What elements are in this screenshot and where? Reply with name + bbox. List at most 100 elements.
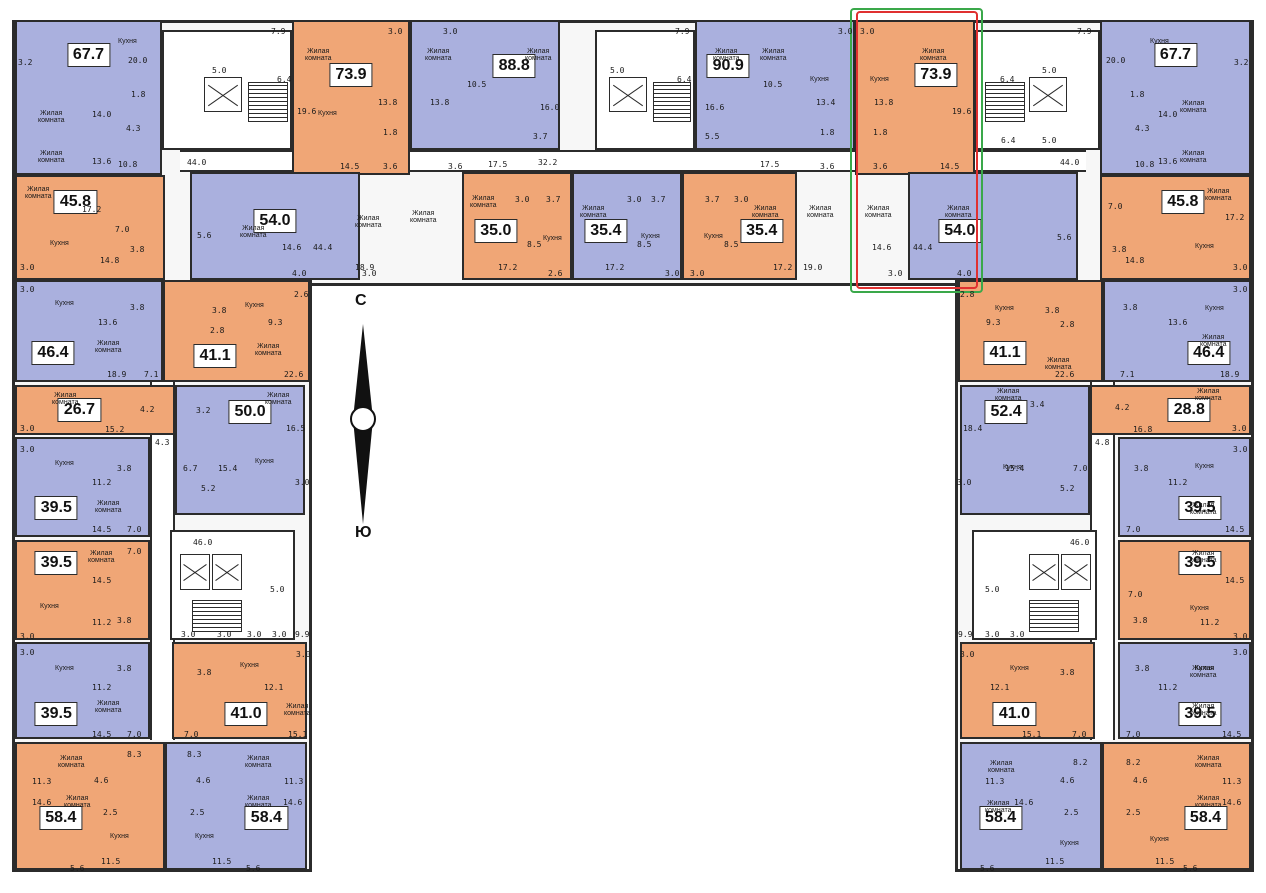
apartment-unit[interactable]: 39.5 <box>1118 437 1251 537</box>
room-area-value: 7.1 <box>144 370 159 379</box>
room-area-value: 15.1 <box>1022 730 1042 739</box>
room-label-kitchen: Кухня <box>55 300 74 307</box>
room-label-kitchen: Кухня <box>240 662 259 669</box>
apartment-unit[interactable]: 73.9 <box>292 20 410 175</box>
apartment-unit[interactable]: 46.4 <box>1103 280 1251 382</box>
apartment-unit[interactable]: 39.5 <box>15 642 150 739</box>
apartment-total-area: 46.4 <box>1187 340 1231 365</box>
room-area-value: 2.5 <box>1064 808 1079 817</box>
room-area-value: 3.0 <box>1233 632 1248 641</box>
room-label-living: Жилая комната <box>245 755 272 769</box>
room-area-value: 19.6 <box>297 107 317 116</box>
apartment-total-area: 58.4 <box>979 806 1023 831</box>
apartment-total-area: 41.0 <box>992 701 1036 726</box>
room-area-value: 10.5 <box>467 80 487 89</box>
room-label-living: Жилая комната <box>995 388 1022 402</box>
room-area-value: 3.6 <box>820 162 835 171</box>
apartment-total-area: 26.7 <box>57 398 101 422</box>
apartment-unit[interactable]: 39.5 <box>15 437 150 537</box>
apartment-unit[interactable]: 35.0 <box>462 172 572 280</box>
room-area-value: 3.6 <box>383 162 398 171</box>
apartment-unit[interactable]: 35.4 <box>572 172 682 280</box>
room-label-living: Жилая комната <box>240 225 267 239</box>
apartment-total-area: 45.8 <box>53 190 97 215</box>
room-area-value: 19.6 <box>952 107 972 116</box>
room-area-value: 3.0 <box>272 630 287 639</box>
apartment-unit[interactable]: 58.4 <box>960 742 1102 870</box>
apartment-unit[interactable]: 26.7 <box>15 385 175 435</box>
room-label-living: Жилая комната <box>1190 703 1217 717</box>
room-area-value: 9.9 <box>295 630 310 639</box>
room-area-value: 3.0 <box>181 630 196 639</box>
apartment-unit[interactable]: 54.0 <box>908 172 1078 280</box>
apartment-unit[interactable]: 67.7 <box>15 20 162 175</box>
apartment-unit[interactable]: 41.1 <box>958 280 1103 382</box>
room-area-value: 3.8 <box>130 303 145 312</box>
lift-icon <box>204 77 242 112</box>
room-area-value: 11.3 <box>985 777 1005 786</box>
apartment-unit[interactable]: 52.4 <box>960 385 1090 515</box>
room-area-value: 7.9 <box>271 27 286 36</box>
room-area-value: 3.0 <box>20 445 35 454</box>
room-area-value: 1.8 <box>873 128 888 137</box>
room-label-kitchen: Кухня <box>1195 463 1214 470</box>
apartment-unit[interactable]: 58.4 <box>15 742 165 870</box>
room-area-value: 3.0 <box>20 285 35 294</box>
core-top-center <box>595 30 695 150</box>
room-area-value: 7.0 <box>1128 590 1143 599</box>
room-label-living: Жилая комната <box>1180 100 1207 114</box>
apartment-unit[interactable]: 45.8 <box>15 175 165 280</box>
apartment-unit[interactable]: 45.8 <box>1100 175 1251 280</box>
room-area-value: 4.2 <box>140 405 155 414</box>
apartment-unit[interactable]: 39.5 <box>1118 540 1251 640</box>
apartment-unit[interactable]: 39.5 <box>1118 642 1251 739</box>
apartment-unit[interactable]: 90.9 <box>695 20 855 150</box>
room-area-value: 7.0 <box>115 225 130 234</box>
apartment-unit[interactable]: 50.0 <box>175 385 305 515</box>
room-label-living: Жилая комната <box>1180 150 1207 164</box>
apartment-total-area: 39.5 <box>34 496 78 521</box>
lift-icon <box>1061 554 1091 590</box>
room-label-living: Жилая комната <box>425 48 452 62</box>
room-area-value: 3.0 <box>734 195 749 204</box>
room-area-value: 17.5 <box>760 160 780 169</box>
apartment-unit[interactable]: 67.7 <box>1100 20 1251 175</box>
room-area-value: 2.8 <box>1060 320 1075 329</box>
room-area-value: 14.6 <box>283 798 303 807</box>
room-area-value: 3.0 <box>20 424 35 433</box>
room-area-value: 3.0 <box>515 195 530 204</box>
room-area-value: 8.3 <box>127 750 142 759</box>
apartment-unit[interactable]: 58.4 <box>1102 742 1251 870</box>
room-area-value: 11.3 <box>32 777 52 786</box>
room-label-living: Жилая комната <box>255 343 282 357</box>
apartment-unit[interactable]: 58.4 <box>165 742 307 870</box>
room-area-value: 3.8 <box>117 664 132 673</box>
room-area-value: 3.0 <box>838 27 853 36</box>
room-area-value: 16.6 <box>705 103 725 112</box>
room-area-value: 5.0 <box>1042 136 1057 145</box>
apartment-unit[interactable]: 54.0 <box>190 172 360 280</box>
lift-icon <box>609 77 647 112</box>
stair-icon <box>653 82 691 122</box>
apartment-unit[interactable]: 88.8 <box>410 20 560 150</box>
room-label-kitchen: Кухня <box>1003 464 1022 471</box>
compass: С Ю <box>343 292 383 547</box>
apartment-unit[interactable]: 28.8 <box>1090 385 1251 435</box>
room-label-living: Жилая комната <box>95 700 122 714</box>
apartment-unit[interactable]: 41.0 <box>172 642 307 739</box>
room-area-value: 11.3 <box>284 777 304 786</box>
apartment-unit[interactable]: 41.0 <box>960 642 1095 739</box>
room-label-living: Жилая комната <box>1195 795 1222 809</box>
apartment-unit[interactable]: 46.4 <box>15 280 163 382</box>
room-area-value: 1.8 <box>820 128 835 137</box>
room-area-value: 8.5 <box>637 240 652 249</box>
apartment-unit[interactable]: 39.5 <box>15 540 150 640</box>
room-area-value: 14.5 <box>1225 576 1245 585</box>
apartment-unit[interactable]: 41.1 <box>163 280 310 382</box>
apartment-unit[interactable]: 35.4 <box>682 172 797 280</box>
apartment-unit[interactable]: 73.9 <box>855 20 975 175</box>
room-area-value: 11.5 <box>212 857 232 866</box>
room-area-value: 13.6 <box>1158 157 1178 166</box>
apartment-total-area: 73.9 <box>914 62 958 87</box>
room-area-value: 3.0 <box>20 263 35 272</box>
